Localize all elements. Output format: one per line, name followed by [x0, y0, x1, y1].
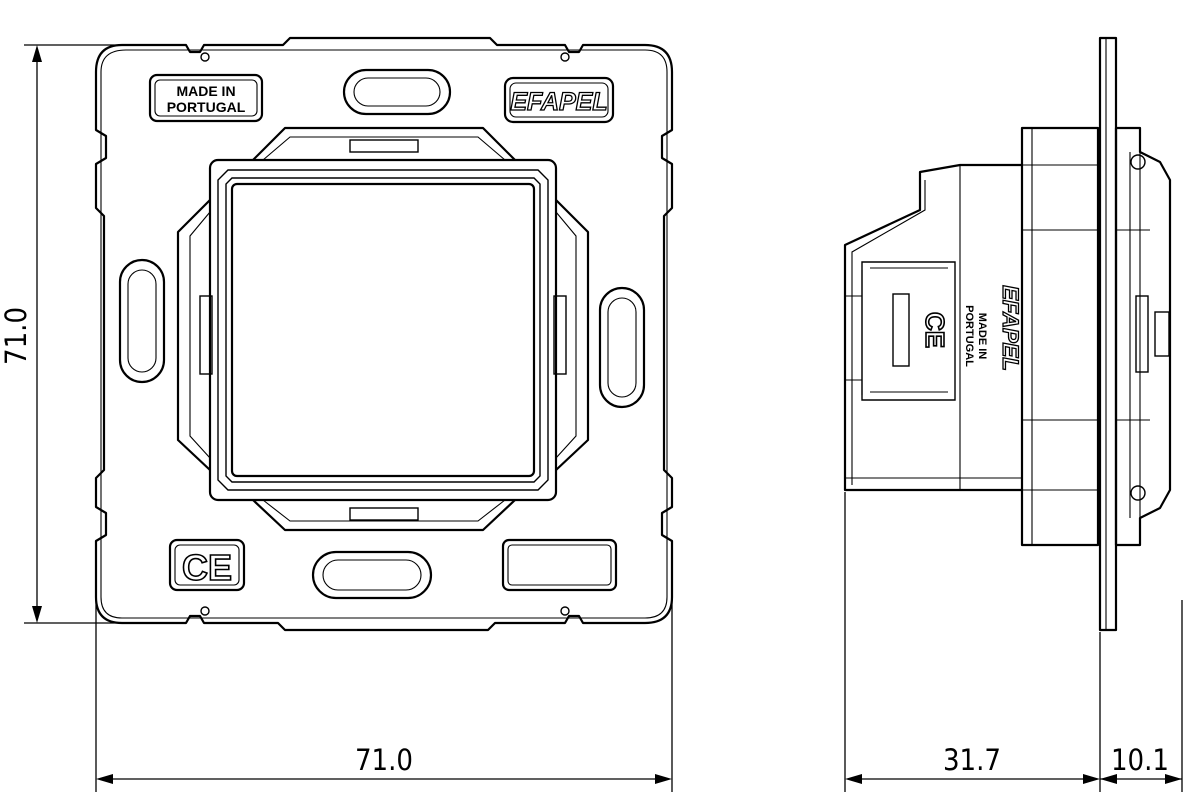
origin-line-1: MADE IN — [176, 83, 235, 99]
side-origin-line-2: PORTUGAL — [963, 305, 975, 367]
clip-right — [553, 295, 567, 375]
notch-top-right — [560, 52, 570, 62]
side-screw-bottom — [1130, 485, 1146, 501]
slot-top — [342, 68, 452, 116]
slot-left — [118, 258, 166, 384]
side-lower-lines — [845, 295, 1022, 479]
depth-body-arrow-right — [1083, 774, 1100, 784]
ce-badge — [168, 538, 246, 592]
width-value: 71.0 — [355, 743, 413, 777]
clip-left — [199, 295, 213, 375]
clip-top — [349, 139, 419, 153]
ce-badge-inner — [174, 544, 240, 586]
origin-badge-inner — [154, 79, 258, 117]
depth-extension-lines — [844, 492, 1183, 792]
side-rocker-pivot — [1154, 311, 1170, 357]
housing-left-inner — [189, 211, 211, 459]
housing-bottom — [252, 499, 516, 532]
notch-bottom-left — [200, 606, 210, 616]
rocker-outer — [208, 158, 558, 502]
depth-front-value: 10.1 — [1111, 743, 1169, 777]
width-arrow-right — [655, 774, 672, 784]
side-rocker-slot — [1135, 295, 1149, 373]
housing-top-inner — [262, 136, 506, 161]
depth-body-arrow-left — [845, 774, 862, 784]
housing-right-inner — [555, 211, 577, 459]
side-screw-top — [1130, 154, 1146, 170]
width-arrow-left — [96, 774, 113, 784]
side-front-cover-lines — [1116, 152, 1150, 518]
slot-top-inner — [353, 77, 441, 107]
side-front-cover — [1114, 126, 1172, 547]
brand-badge-inner — [509, 82, 609, 118]
rocker-face — [230, 182, 536, 478]
side-cutout-lines — [861, 267, 948, 395]
height-extension-lines — [24, 44, 122, 624]
notch-top-left — [200, 52, 210, 62]
side-mounting-plate — [1098, 36, 1118, 632]
side-brand-logo: EFAPEL — [998, 285, 1023, 371]
side-indicator — [892, 293, 910, 367]
side-body-line-2 — [851, 180, 926, 485]
housing-top — [252, 126, 516, 161]
clip-bottom — [349, 507, 419, 521]
depth-front-arrow-right — [1165, 774, 1182, 784]
origin-badge — [148, 73, 264, 123]
slot-bottom-inner — [322, 559, 422, 591]
rocker-bezel-inner — [225, 177, 541, 483]
side-view: CE MADE IN PORTUGAL EFAPEL — [843, 36, 1172, 632]
brand-logo: EFAPEL — [510, 88, 607, 116]
slot-bottom — [311, 550, 433, 600]
height-value: 71.0 — [0, 307, 33, 365]
side-flange-block — [1020, 126, 1100, 547]
ce-mark: CE — [182, 547, 232, 588]
slot-left-inner — [127, 269, 157, 373]
front-frame-inner-outline — [100, 49, 668, 619]
width-extension-lines — [95, 560, 673, 792]
height-arrow-top — [32, 45, 42, 62]
depth-body-value: 31.7 — [943, 743, 1001, 777]
blank-label-area — [501, 538, 618, 592]
side-ce-mark: CE — [920, 312, 950, 348]
dimension-lines: 71.0 71.0 31.7 10.1 — [0, 44, 1183, 792]
front-frame-outline — [94, 36, 674, 632]
slot-right — [598, 286, 646, 409]
height-arrow-bottom — [32, 606, 42, 623]
origin-line-2: PORTUGAL — [167, 99, 246, 115]
side-origin-line-1: MADE IN — [976, 313, 988, 360]
depth-front-arrow-left — [1100, 774, 1117, 784]
housing-bottom-inner — [262, 499, 506, 522]
brand-badge — [503, 76, 615, 124]
side-flange-block-lines — [1022, 128, 1098, 545]
notch-bottom-right — [560, 606, 570, 616]
front-view: MADE IN PORTUGAL EFAPEL CE — [94, 36, 674, 632]
slot-right-inner — [607, 297, 637, 398]
housing-left — [176, 199, 211, 471]
blank-label-area-inner — [507, 544, 612, 586]
housing-right — [555, 199, 590, 471]
rocker-bezel — [217, 169, 549, 491]
